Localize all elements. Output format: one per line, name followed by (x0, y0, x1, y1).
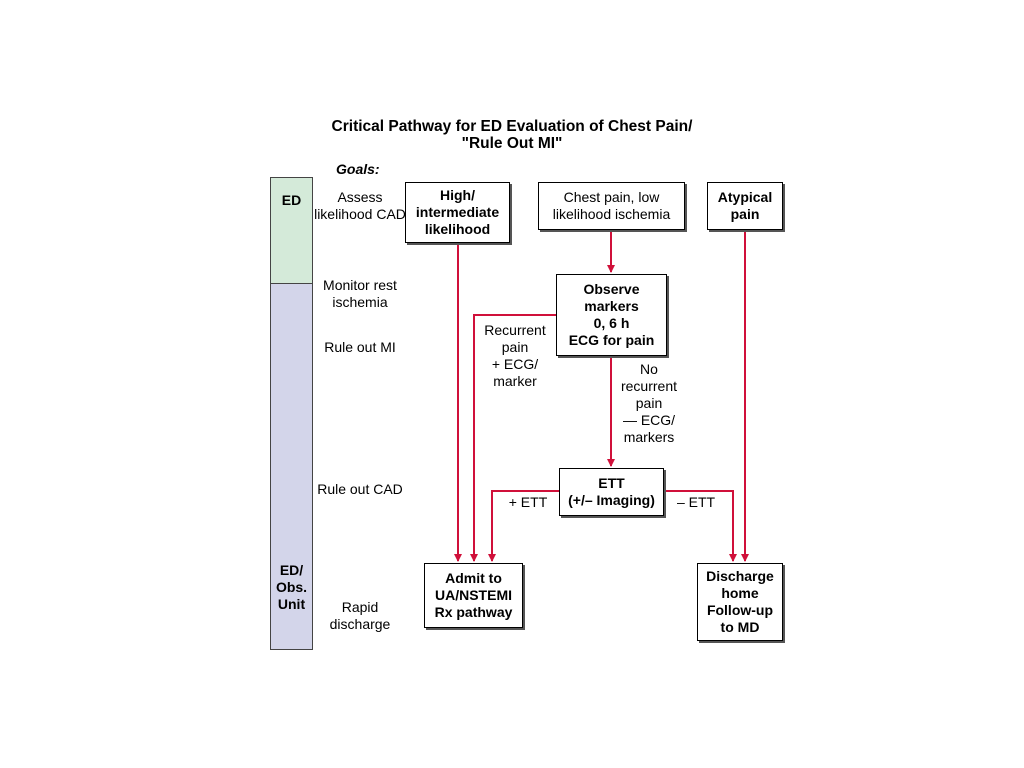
box-high-intermediate-likelihood: High/ intermediate likelihood (405, 182, 510, 243)
box-ett-imaging: ETT (+/– Imaging) (559, 468, 664, 516)
box-chest-pain-low-likelihood: Chest pain, low likelihood ischemia (538, 182, 685, 230)
phase-ed: ED (270, 177, 313, 284)
label-no-recurrent-pain: No recurrent pain — ECG/ markers (614, 361, 684, 446)
goal-assess-likelihood-cad: Assess likelihood CAD (314, 189, 406, 222)
goals-heading: Goals: (336, 161, 380, 177)
goal-rapid-discharge: Rapid discharge (329, 599, 391, 632)
goal-rule-out-cad: Rule out CAD (317, 481, 403, 497)
phase-ed-label: ED (281, 192, 302, 208)
label-plus-ett: + ETT (503, 494, 553, 511)
diagram-title-line2: "Rule Out MI" (461, 135, 563, 152)
box-observe-markers: Observe markers 0, 6 h ECG for pain (556, 274, 667, 356)
box-atypical-pain: Atypical pain (707, 182, 783, 230)
box-discharge-home: Discharge home Follow-up to MD (697, 563, 783, 641)
diagram-title-line1: Critical Pathway for ED Evaluation of Ch… (331, 118, 693, 135)
arrow-ett-to-admit (488, 490, 559, 562)
phase-ed-obs-unit: ED/ Obs. Unit (270, 283, 313, 650)
label-recurrent-pain: Recurrent pain + ECG/ marker (478, 322, 552, 390)
goal-monitor-rest-ischemia: Monitor rest ischemia (323, 277, 397, 310)
phase-ed-obs-label: ED/ Obs. Unit (275, 562, 308, 612)
box-admit-ua-nstemi: Admit to UA/NSTEMI Rx pathway (424, 563, 523, 628)
arrow-ett-to-discharge (663, 490, 737, 562)
goal-rule-out-mi: Rule out MI (324, 339, 396, 355)
arrow-observe-to-admit (470, 314, 556, 562)
label-minus-ett: – ETT (671, 494, 721, 511)
